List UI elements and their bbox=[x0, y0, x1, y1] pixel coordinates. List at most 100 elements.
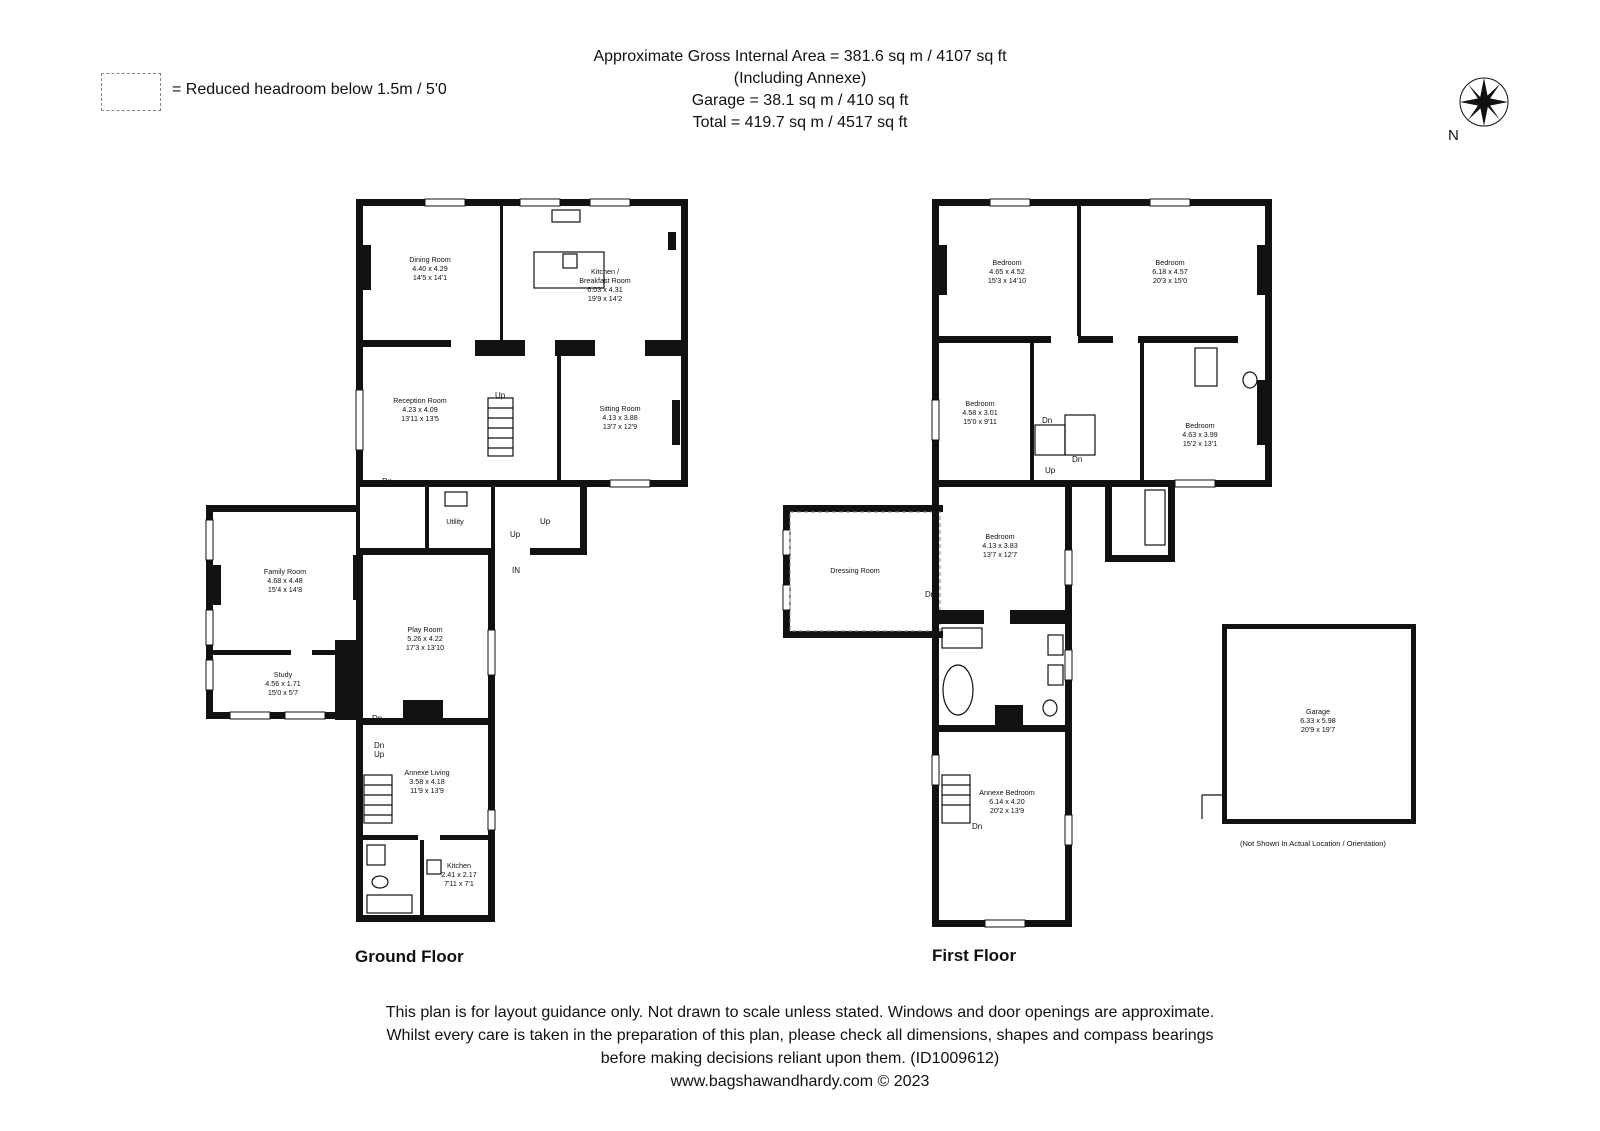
room-size-m: 4.13 x 3.83 bbox=[982, 541, 1018, 550]
room-name: Bedroom bbox=[992, 258, 1021, 267]
wall bbox=[206, 505, 356, 512]
wall bbox=[1222, 624, 1227, 824]
wall bbox=[1077, 206, 1081, 336]
wall bbox=[425, 487, 429, 549]
wall bbox=[1411, 624, 1416, 824]
room-labels: Dining Room 4.40 x 4.29 14'5 x 14'1 Kitc… bbox=[264, 255, 1336, 888]
wall bbox=[932, 480, 1272, 487]
fireplace bbox=[1257, 245, 1265, 295]
total-area-text: Total = 419.7 sq m / 4517 sq ft bbox=[692, 114, 908, 131]
window bbox=[931, 754, 940, 786]
wall bbox=[530, 548, 587, 555]
basin bbox=[1047, 664, 1064, 686]
toilet bbox=[371, 875, 389, 889]
room-name: Garage bbox=[1306, 707, 1330, 716]
wall bbox=[356, 199, 363, 361]
room-name: Dining Room bbox=[409, 255, 451, 264]
room-size-ft: 13'11 x 13'5 bbox=[401, 414, 439, 423]
utility-sink bbox=[444, 491, 468, 507]
fireplace bbox=[1257, 380, 1265, 445]
window bbox=[1064, 549, 1073, 586]
stair-down-label: Dn bbox=[1042, 416, 1052, 425]
window bbox=[931, 399, 940, 441]
room-name: Kitchen / bbox=[591, 267, 619, 276]
room-name: Annexe Living bbox=[404, 768, 449, 777]
room-name: Reception Room bbox=[393, 396, 447, 405]
bath bbox=[366, 894, 413, 914]
sink bbox=[551, 209, 581, 223]
disclaimer-line: Whilst every care is taken in the prepar… bbox=[386, 1027, 1214, 1044]
wall bbox=[1138, 336, 1238, 343]
room-size-ft: 7'11 x 7'1 bbox=[444, 879, 474, 888]
room-size-m: 6.18 x 4.57 bbox=[1152, 267, 1188, 276]
garage-plan bbox=[1201, 624, 1416, 824]
room-name: Bedroom bbox=[1155, 258, 1184, 267]
window bbox=[519, 198, 561, 207]
room-size-ft: 15'2 x 13'1 bbox=[1183, 439, 1217, 448]
room-size-ft: 15'3 x 14'10 bbox=[988, 276, 1026, 285]
window bbox=[487, 809, 496, 831]
room-name: Bedroom bbox=[965, 399, 994, 408]
room-size-m: 4.56 x 1.71 bbox=[265, 679, 301, 688]
fireplace bbox=[213, 565, 221, 605]
wall bbox=[356, 725, 363, 920]
annexe-staircase bbox=[941, 774, 971, 824]
wall bbox=[420, 840, 424, 918]
toilet bbox=[1042, 699, 1058, 717]
window bbox=[1149, 198, 1191, 207]
window bbox=[424, 198, 466, 207]
wall bbox=[932, 199, 939, 484]
room-size-m: 4.40 x 4.29 bbox=[412, 264, 448, 273]
room-name: Family Room bbox=[264, 567, 306, 576]
annexe-staircase bbox=[363, 774, 393, 824]
room-size-ft: 14'5 x 14'1 bbox=[413, 273, 447, 282]
wall bbox=[356, 555, 363, 725]
annexe-hob bbox=[426, 859, 442, 875]
window bbox=[589, 198, 631, 207]
stair-down-label: Dn bbox=[925, 590, 935, 599]
window bbox=[1064, 649, 1073, 681]
stair-up-label: Up bbox=[510, 530, 521, 539]
staircase bbox=[1034, 424, 1066, 456]
wall bbox=[356, 480, 686, 487]
wall bbox=[668, 232, 676, 250]
garage-note: (Not Shown In Actual Location / Orientat… bbox=[1240, 839, 1386, 848]
garage-area-text: Garage = 38.1 sq m / 410 sq ft bbox=[691, 92, 909, 109]
room-size-m: 6.14 x 4.20 bbox=[989, 797, 1025, 806]
disclaimer: This plan is for layout guidance only. N… bbox=[0, 1001, 1600, 1093]
basin bbox=[1047, 634, 1064, 656]
window bbox=[205, 519, 214, 561]
wall bbox=[681, 199, 688, 359]
stair-up-label: Up bbox=[540, 517, 551, 526]
wall bbox=[1078, 336, 1113, 343]
window bbox=[989, 198, 1031, 207]
room-name: Play Room bbox=[407, 625, 442, 634]
chimney bbox=[995, 705, 1023, 725]
wall bbox=[783, 505, 943, 512]
room-size-ft: 15'0 x 5'7 bbox=[268, 688, 298, 697]
wall bbox=[1168, 487, 1175, 562]
room-size-ft: 11'9 x 13'9 bbox=[410, 786, 444, 795]
freestanding-bath bbox=[942, 664, 974, 716]
wall bbox=[939, 336, 1051, 343]
first-floor-label: First Floor bbox=[932, 946, 1017, 965]
reduced-headroom-swatch bbox=[101, 73, 161, 111]
room-name: Utility bbox=[446, 517, 464, 526]
wall bbox=[557, 355, 561, 485]
room-size-ft: 13'7 x 12'7 bbox=[983, 550, 1017, 559]
room-size-m: 4.13 x 3.88 bbox=[602, 413, 638, 422]
wall bbox=[932, 725, 1072, 732]
wall bbox=[1030, 343, 1034, 483]
wall bbox=[335, 640, 360, 720]
window bbox=[284, 711, 326, 720]
wall bbox=[491, 487, 495, 577]
room-name: Sitting Room bbox=[599, 404, 640, 413]
room-size-m: 2.41 x 2.17 bbox=[441, 870, 477, 879]
legend-text: = Reduced headroom below 1.5m / 5'0 bbox=[172, 81, 447, 98]
disclaimer-line: This plan is for layout guidance only. N… bbox=[385, 1004, 1215, 1021]
stair-up-label: Up bbox=[495, 391, 506, 400]
window bbox=[609, 479, 651, 488]
toilet bbox=[1242, 371, 1258, 389]
window bbox=[782, 529, 791, 556]
wall bbox=[356, 915, 495, 922]
